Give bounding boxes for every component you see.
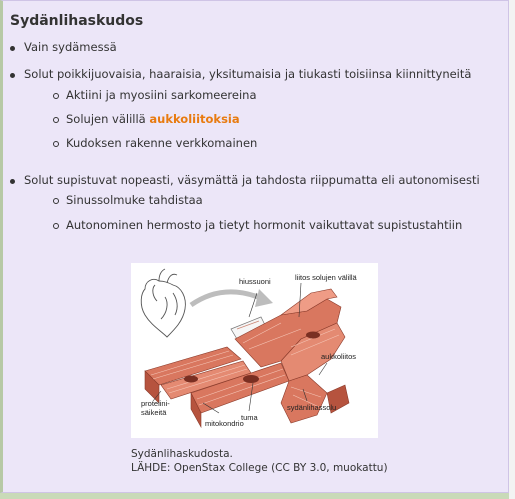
cardiac-tissue-figure: hiussuoni liitos solujen välillä aukkoli… <box>131 263 378 438</box>
heart-icon <box>140 268 186 338</box>
label-hiussuoni: hiussuoni <box>239 277 271 286</box>
sub-bullet-nervous-system: Autonominen hermosto ja tietyt hormonit … <box>52 218 463 232</box>
sub-bullet-network-structure: Kudoksen rakenne verkkomainen <box>52 136 258 150</box>
label-mitokondrio: mitokondrio <box>205 419 244 428</box>
next-card-edge <box>0 493 515 499</box>
label-liitos: liitos solujen välillä <box>295 273 357 282</box>
sub-bullet-gap-junctions: Solujen välillä aukkoliitoksia <box>53 112 240 126</box>
bullet-autonomous-contraction: Solut supistuvat nopeasti, väsymättä ja … <box>10 173 480 187</box>
muscle-fibers <box>144 288 350 429</box>
label-aukkoliitos: aukkoliitos <box>321 352 357 361</box>
bullet-only-heart: Vain sydämessä <box>10 40 117 54</box>
label-proteiini-2: säikeitä <box>141 408 167 417</box>
caption-source: LÄHDE: OpenStax College (CC BY 3.0, muok… <box>131 462 388 474</box>
gap-junction-link[interactable]: aukkoliitoksia <box>149 112 240 126</box>
scroll-gutter <box>509 0 515 499</box>
bullet-cell-structure: Solut poikkijuovaisia, haaraisia, yksitu… <box>9 67 472 81</box>
cardiac-tissue-illustration <box>140 268 350 429</box>
sub-bullet-actin-myosin: Aktiini ja myosiini sarkomeereina <box>53 88 257 102</box>
gap-junction-prefix: Solujen välillä <box>66 112 150 126</box>
sub-bullet-sinus-node: Sinussolmuke tahdistaa <box>53 193 203 207</box>
label-sydanlihassolu: sydänlihassolu <box>287 403 337 412</box>
label-leaders <box>152 282 328 414</box>
figure-caption: Sydänlihaskudosta. LÄHDE: OpenStax Colle… <box>131 447 388 475</box>
section-title: Sydänlihaskudos <box>10 13 144 29</box>
caption-title: Sydänlihaskudosta. <box>131 448 233 460</box>
arrow-icon <box>189 289 264 308</box>
label-proteiini-1: proteiini- <box>141 399 170 408</box>
label-tuma: tuma <box>241 413 258 422</box>
